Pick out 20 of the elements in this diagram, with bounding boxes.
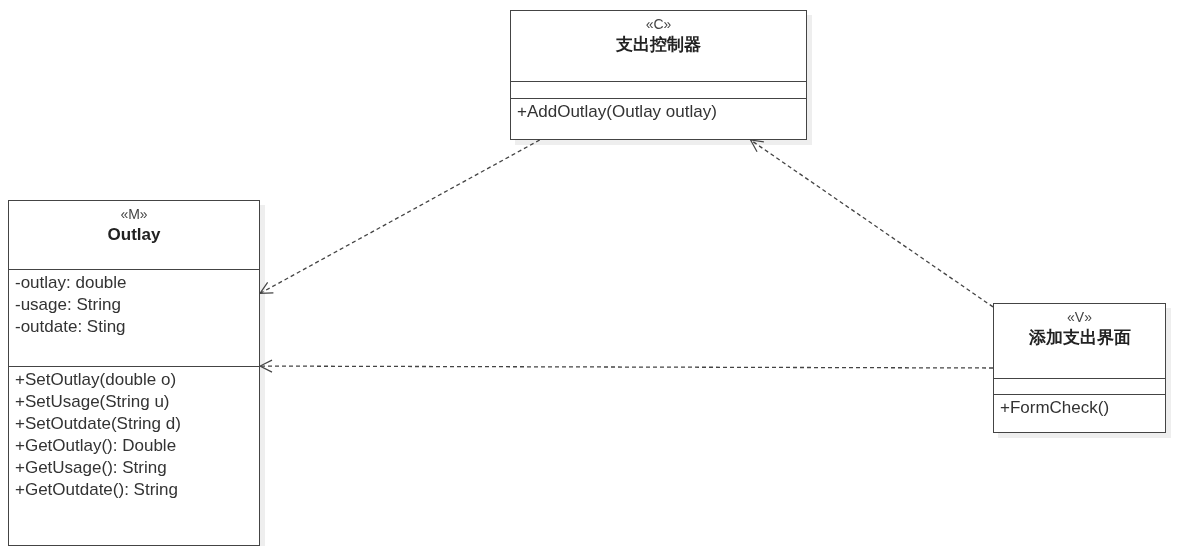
dependency-arrow	[259, 139, 541, 295]
class-name: 支出控制器	[615, 34, 702, 56]
attribute-text: -usage: String	[15, 294, 122, 316]
class-name: 添加支出界面	[1027, 327, 1132, 349]
dependency-arrow	[259, 359, 994, 373]
stereotype-label: «M»	[119, 205, 149, 223]
method-text: +SetOutlay(double o)	[15, 369, 178, 391]
method-text: +SetOutdate(String d)	[15, 413, 182, 435]
method-text: +GetUsage(): String	[15, 457, 168, 479]
stereotype-label: «V»	[1066, 308, 1093, 326]
attribute-text: -outlay: double	[15, 272, 128, 294]
dependency-arrow	[749, 139, 994, 308]
attribute-text: -outdate: Sting	[15, 316, 127, 338]
method-text: +GetOutlay(): Double	[15, 435, 178, 457]
class-name: Outlay	[106, 224, 162, 246]
method-text: +GetOutdate(): String	[15, 479, 179, 501]
stereotype-label: «C»	[644, 15, 673, 33]
method-text: +AddOutlay(Outlay outlay)	[517, 101, 718, 123]
method-text: +FormCheck()	[1000, 397, 1111, 419]
method-text: +SetUsage(String u)	[15, 391, 171, 413]
